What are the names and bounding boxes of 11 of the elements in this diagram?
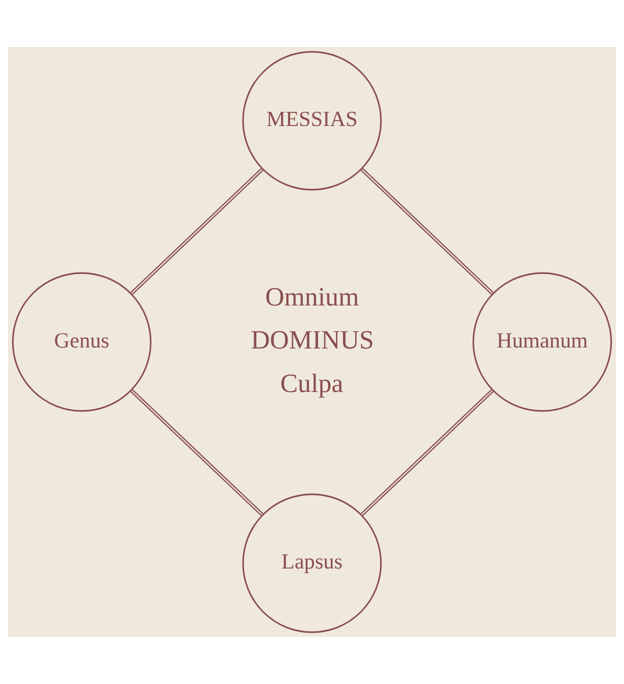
node-circle: Genus [12,272,152,412]
label: DOMINUS [250,324,374,355]
label: Culpa [280,368,344,398]
connector [130,388,264,516]
connector [360,388,494,516]
node-circle: Humanum [472,272,612,412]
connector [360,168,494,295]
node-circle: Lapsus [242,494,382,633]
connector [130,168,264,295]
node-circle: MESSIAS [242,51,382,190]
label: Omnium [265,282,360,312]
